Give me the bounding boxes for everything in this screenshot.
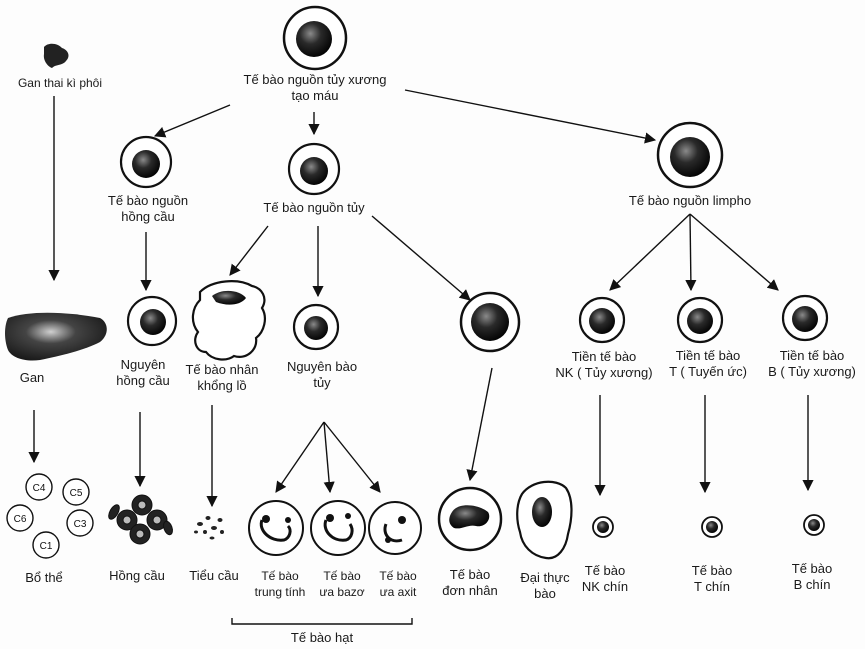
arrow <box>689 213 779 291</box>
label-granulocytes: Tế bào hạt <box>290 630 354 645</box>
arrow <box>153 104 231 138</box>
basophil-cell <box>310 500 366 556</box>
red-blood-cells <box>108 494 173 545</box>
liver-organ-shape <box>5 312 107 361</box>
myeloid-progenitor-cell <box>287 142 341 196</box>
complement-group <box>6 473 94 559</box>
label-platelets: Tiểu cầu <box>189 568 239 583</box>
label-lymphoid-progenitor: Tế bào nguồn limpho <box>628 193 752 208</box>
myeloblast-cell <box>292 303 340 351</box>
complement-label: C5 <box>70 488 83 499</box>
label-embryonic-liver: Gan thai kì phôi <box>17 76 103 90</box>
complement-label: C4 <box>33 483 46 494</box>
embryonic-liver-shape <box>43 43 69 68</box>
arrow <box>275 421 325 493</box>
pre-b-cell <box>781 294 829 342</box>
arrow <box>466 367 493 482</box>
granulocyte-bracket <box>231 618 413 625</box>
platelets <box>194 516 224 540</box>
pre-t-cell <box>676 296 724 344</box>
megakaryocyte-cell <box>191 280 266 361</box>
arrow <box>323 421 335 494</box>
nk-mature-cell <box>592 516 614 538</box>
arrow <box>404 89 657 144</box>
label-complement: Bổ thể <box>25 570 63 585</box>
macrophage-cell <box>516 480 573 560</box>
arrows <box>28 89 814 508</box>
monocyte-cell <box>437 486 503 552</box>
label-liver: Gan <box>19 370 45 385</box>
t-mature-cell <box>701 516 723 538</box>
label-red-cells: Hồng cầu <box>109 568 165 583</box>
complement-label: C6 <box>14 514 27 525</box>
complement-label: C1 <box>40 541 53 552</box>
hsc-cell <box>282 5 348 71</box>
erythroid-progenitor-cell <box>119 135 173 189</box>
neutrophil-cell <box>248 500 304 556</box>
label-myeloid-progenitor: Tế bào nguồn tủy <box>263 200 365 215</box>
arrow <box>685 213 697 292</box>
monoblast-cell <box>459 291 521 353</box>
b-mature-cell <box>803 514 825 536</box>
erythroblast-cell <box>126 295 178 347</box>
arrow <box>229 225 269 276</box>
arrow <box>609 213 691 291</box>
pre-nk-cell <box>578 296 626 344</box>
lymphoid-progenitor-cell <box>656 121 724 189</box>
eosinophil-cell <box>368 501 422 555</box>
arrow <box>323 421 381 493</box>
arrow <box>371 215 471 301</box>
complement-label: C3 <box>74 519 87 530</box>
